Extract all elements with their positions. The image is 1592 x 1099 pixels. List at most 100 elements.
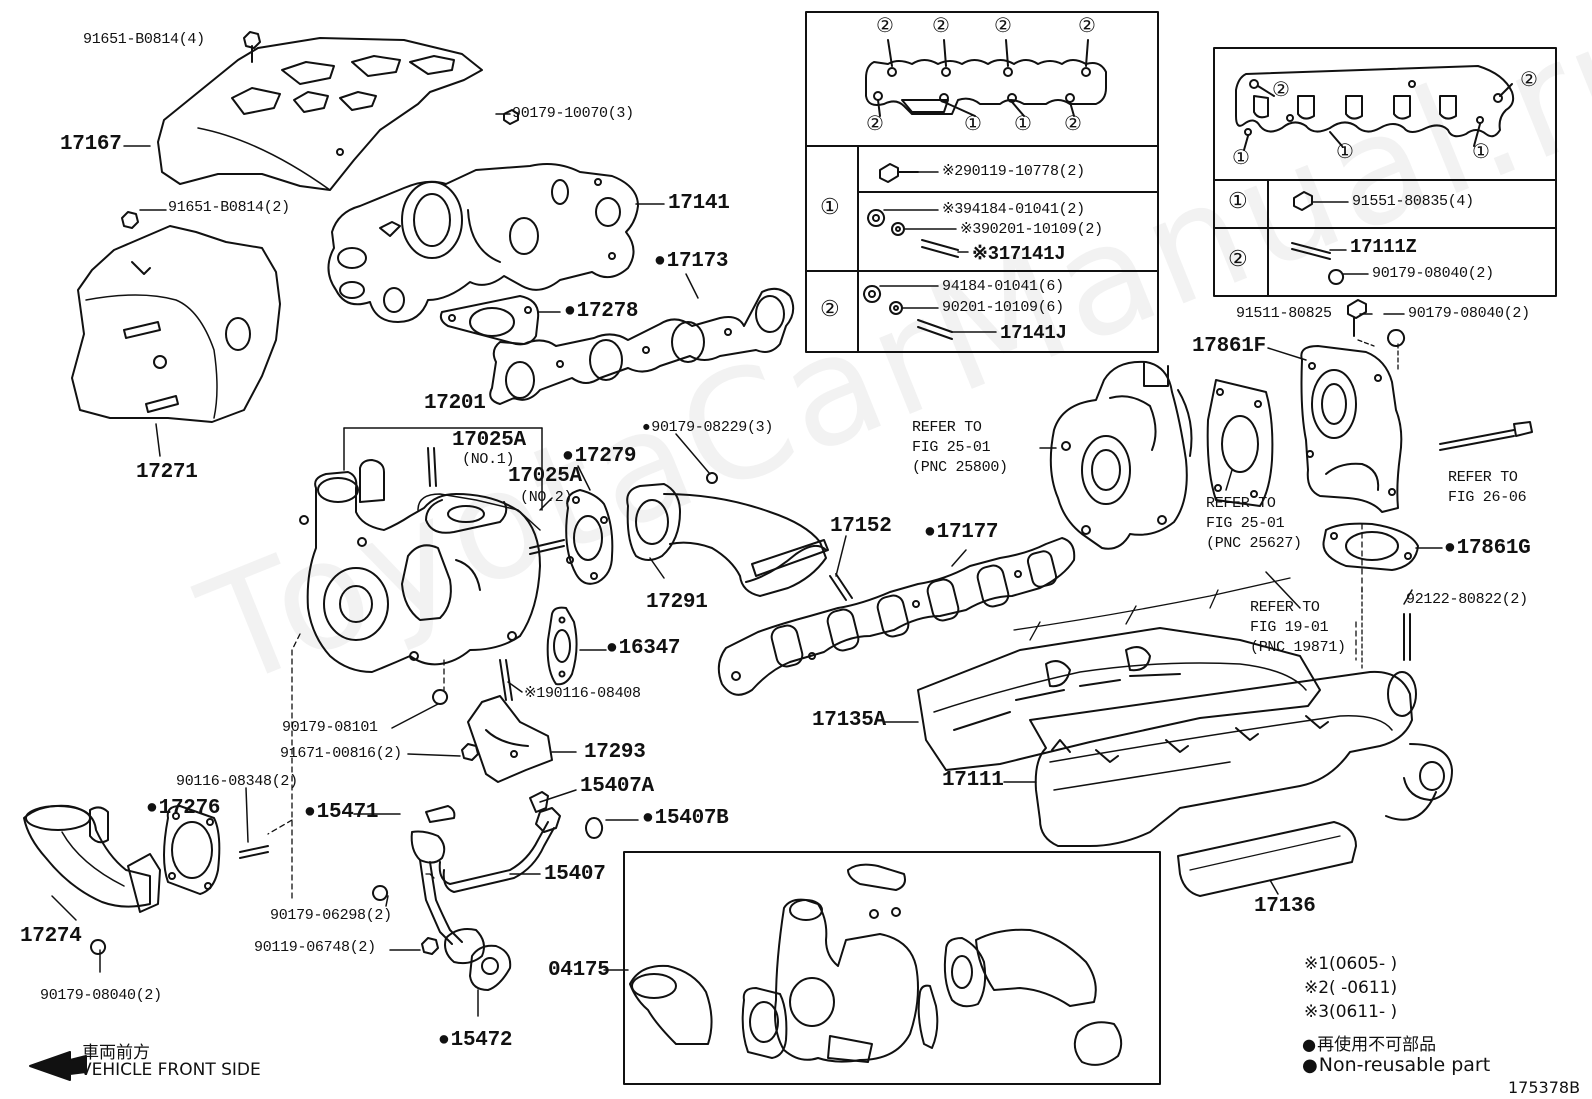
gasket-17279 (565, 489, 614, 585)
inset-right-17111Z: 17111Z (1350, 236, 1417, 258)
refer-2606-line2: FIG 26-06 (1448, 489, 1527, 506)
callout-17861G: 17861G (1444, 538, 1531, 559)
legend-note-2: ※2( -0611) (1304, 978, 1398, 998)
inset-left-394184-01041: ※394184-01041(2) (942, 201, 1085, 218)
callout-15471: 15471 (304, 802, 379, 823)
inset-left-mark-2f: ② (1064, 114, 1082, 137)
vehicle-front-arrow (29, 1051, 87, 1081)
callout-91671-00816-2: 91671-00816(2) (280, 745, 402, 762)
inset-left-row2-mark: ② (820, 298, 840, 323)
inset-right-mark-2a: ② (1272, 80, 1290, 103)
callout-17111: 17111 (942, 769, 1004, 792)
refer-25627-line1: REFER TO (1206, 495, 1276, 512)
refer-19871-line1: REFER TO (1250, 599, 1320, 616)
inset-left-mark-2c: ② (994, 16, 1012, 39)
kit-box-04175 (623, 851, 1161, 1085)
inset-right-90179-08040: 90179-08040(2) (1372, 265, 1494, 282)
turbocharger-17201 (299, 427, 565, 673)
exhaust-pipe-17291 (626, 472, 829, 597)
callout-17141: 17141 (668, 192, 730, 215)
intake-pipe-17861F (1300, 299, 1533, 513)
callout-17279: 17279 (562, 446, 637, 467)
callout-90179-08040-2-right: 90179-08040(2) (1408, 305, 1530, 322)
inset-left-row1-mark: ① (820, 196, 840, 221)
callout-90119-06748-2: 90119-06748(2) (254, 939, 376, 956)
callout-17291: 17291 (646, 591, 708, 614)
callout-04175: 04175 (548, 959, 610, 982)
callout-90179-08101: 90179-08101 (282, 719, 378, 736)
inset-box-exhaust-manifold-fasteners (805, 11, 1159, 353)
callout-17278: 17278 (564, 301, 639, 322)
callout-17271: 17271 (136, 461, 198, 484)
callout-90116-08348-2: 90116-08348(2) (176, 773, 298, 790)
legend-non-reusable-ja: 再使用不可部品 (1302, 1030, 1436, 1055)
inset-right-mark-2b: ② (1520, 70, 1538, 93)
callout-92122-80822-2: 92122-80822(2) (1406, 591, 1528, 608)
refer-19871-line2: FIG 19-01 (1250, 619, 1329, 636)
callout-17167: 17167 (60, 133, 122, 156)
vehicle-front-label-ja: 車両前方 (82, 1043, 150, 1063)
intake-manifold-17111 (917, 577, 1453, 847)
stud-17152 (829, 573, 853, 601)
callout-17173: 17173 (654, 251, 729, 272)
callout-17293: 17293 (584, 741, 646, 764)
callout-17025A-no2-note: (NO.2) (520, 489, 573, 506)
inset-left-mark-2b: ② (932, 16, 950, 39)
refer-25627-line2: FIG 25-01 (1206, 515, 1285, 532)
callout-190116-08408: ※190116-08408 (524, 685, 641, 702)
oil-pipe-15407 (372, 791, 604, 991)
inset-right-row1-mark: ① (1228, 190, 1248, 215)
cover-17136 (1177, 821, 1357, 897)
bracket-17293 (432, 659, 553, 783)
refer-2606-line1: REFER TO (1448, 469, 1518, 486)
inset-left-17141J: 17141J (1000, 322, 1067, 344)
callout-90179-10070-3: 90179-10070(3) (512, 105, 634, 122)
callout-90179-08040-2-left: 90179-08040(2) (40, 987, 162, 1004)
callout-15472: 15472 (438, 1030, 513, 1051)
gasket-16347 (546, 606, 578, 686)
gasket-17177 (717, 537, 1076, 696)
callout-91651-B0814-4: 91651-B0814(4) (83, 31, 205, 48)
callout-17025A-no1: 17025A (452, 429, 526, 452)
inset-left-mark-2e: ② (866, 114, 884, 137)
callout-leader-lines (51, 113, 1443, 1017)
callout-17025A-no1-note: (NO.1) (462, 451, 515, 468)
gasket-17861G (1322, 522, 1419, 571)
callout-17025A-no2: 17025A (508, 465, 582, 488)
inset-right-row2-mark: ② (1228, 248, 1248, 273)
inset-left-mark-2a: ② (876, 16, 894, 39)
gasket-17278 (439, 295, 540, 346)
callout-17201: 17201 (424, 392, 486, 415)
callout-90179-08229-3: 90179-08229(3) (642, 420, 773, 435)
callout-90179-06298-2: 90179-06298(2) (270, 907, 392, 924)
stud-92122-80822 (1361, 587, 1411, 669)
inset-left-390201-10109: ※390201-10109(2) (960, 221, 1103, 238)
dashed-connection-lines (267, 523, 1363, 903)
inset-left-94184-01041-6: 94184-01041(6) (942, 278, 1064, 295)
callout-17276: 17276 (146, 798, 221, 819)
legend-non-reusable-en: Non-reusable part (1302, 1054, 1490, 1076)
inset-right-mark-1b: ① (1336, 142, 1354, 165)
callout-17274: 17274 (20, 925, 82, 948)
callout-17861F: 17861F (1192, 335, 1266, 358)
refer-19871-line3: (PNC 19871) (1250, 639, 1346, 656)
callout-17177: 17177 (924, 522, 999, 543)
inset-left-mark-1a: ① (964, 114, 982, 137)
refer-25627-line3: (PNC 25627) (1206, 535, 1302, 552)
refer-25800-line2: FIG 25-01 (912, 439, 991, 456)
callout-15407A: 15407A (580, 775, 654, 798)
callout-17136: 17136 (1254, 895, 1316, 918)
inset-right-91551-80835: 91551-80835(4) (1352, 193, 1474, 210)
inset-right-mark-1a: ① (1232, 148, 1250, 171)
inset-left-mark-1b: ① (1014, 114, 1032, 137)
callout-17135A: 17135A (812, 709, 886, 732)
heat-insulator-17167 (157, 31, 483, 191)
inset-left-90201-10109-6: 90201-10109(6) (942, 299, 1064, 316)
legend-note-1: ※1(0605- ) (1304, 954, 1398, 974)
inset-box-intake-manifold-fasteners (1213, 47, 1557, 297)
callout-15407: 15407 (544, 863, 606, 886)
callout-15407B: 15407B (642, 808, 729, 829)
refer-25800-line3: (PNC 25800) (912, 459, 1008, 476)
refer-25800-line1: REFER TO (912, 419, 982, 436)
